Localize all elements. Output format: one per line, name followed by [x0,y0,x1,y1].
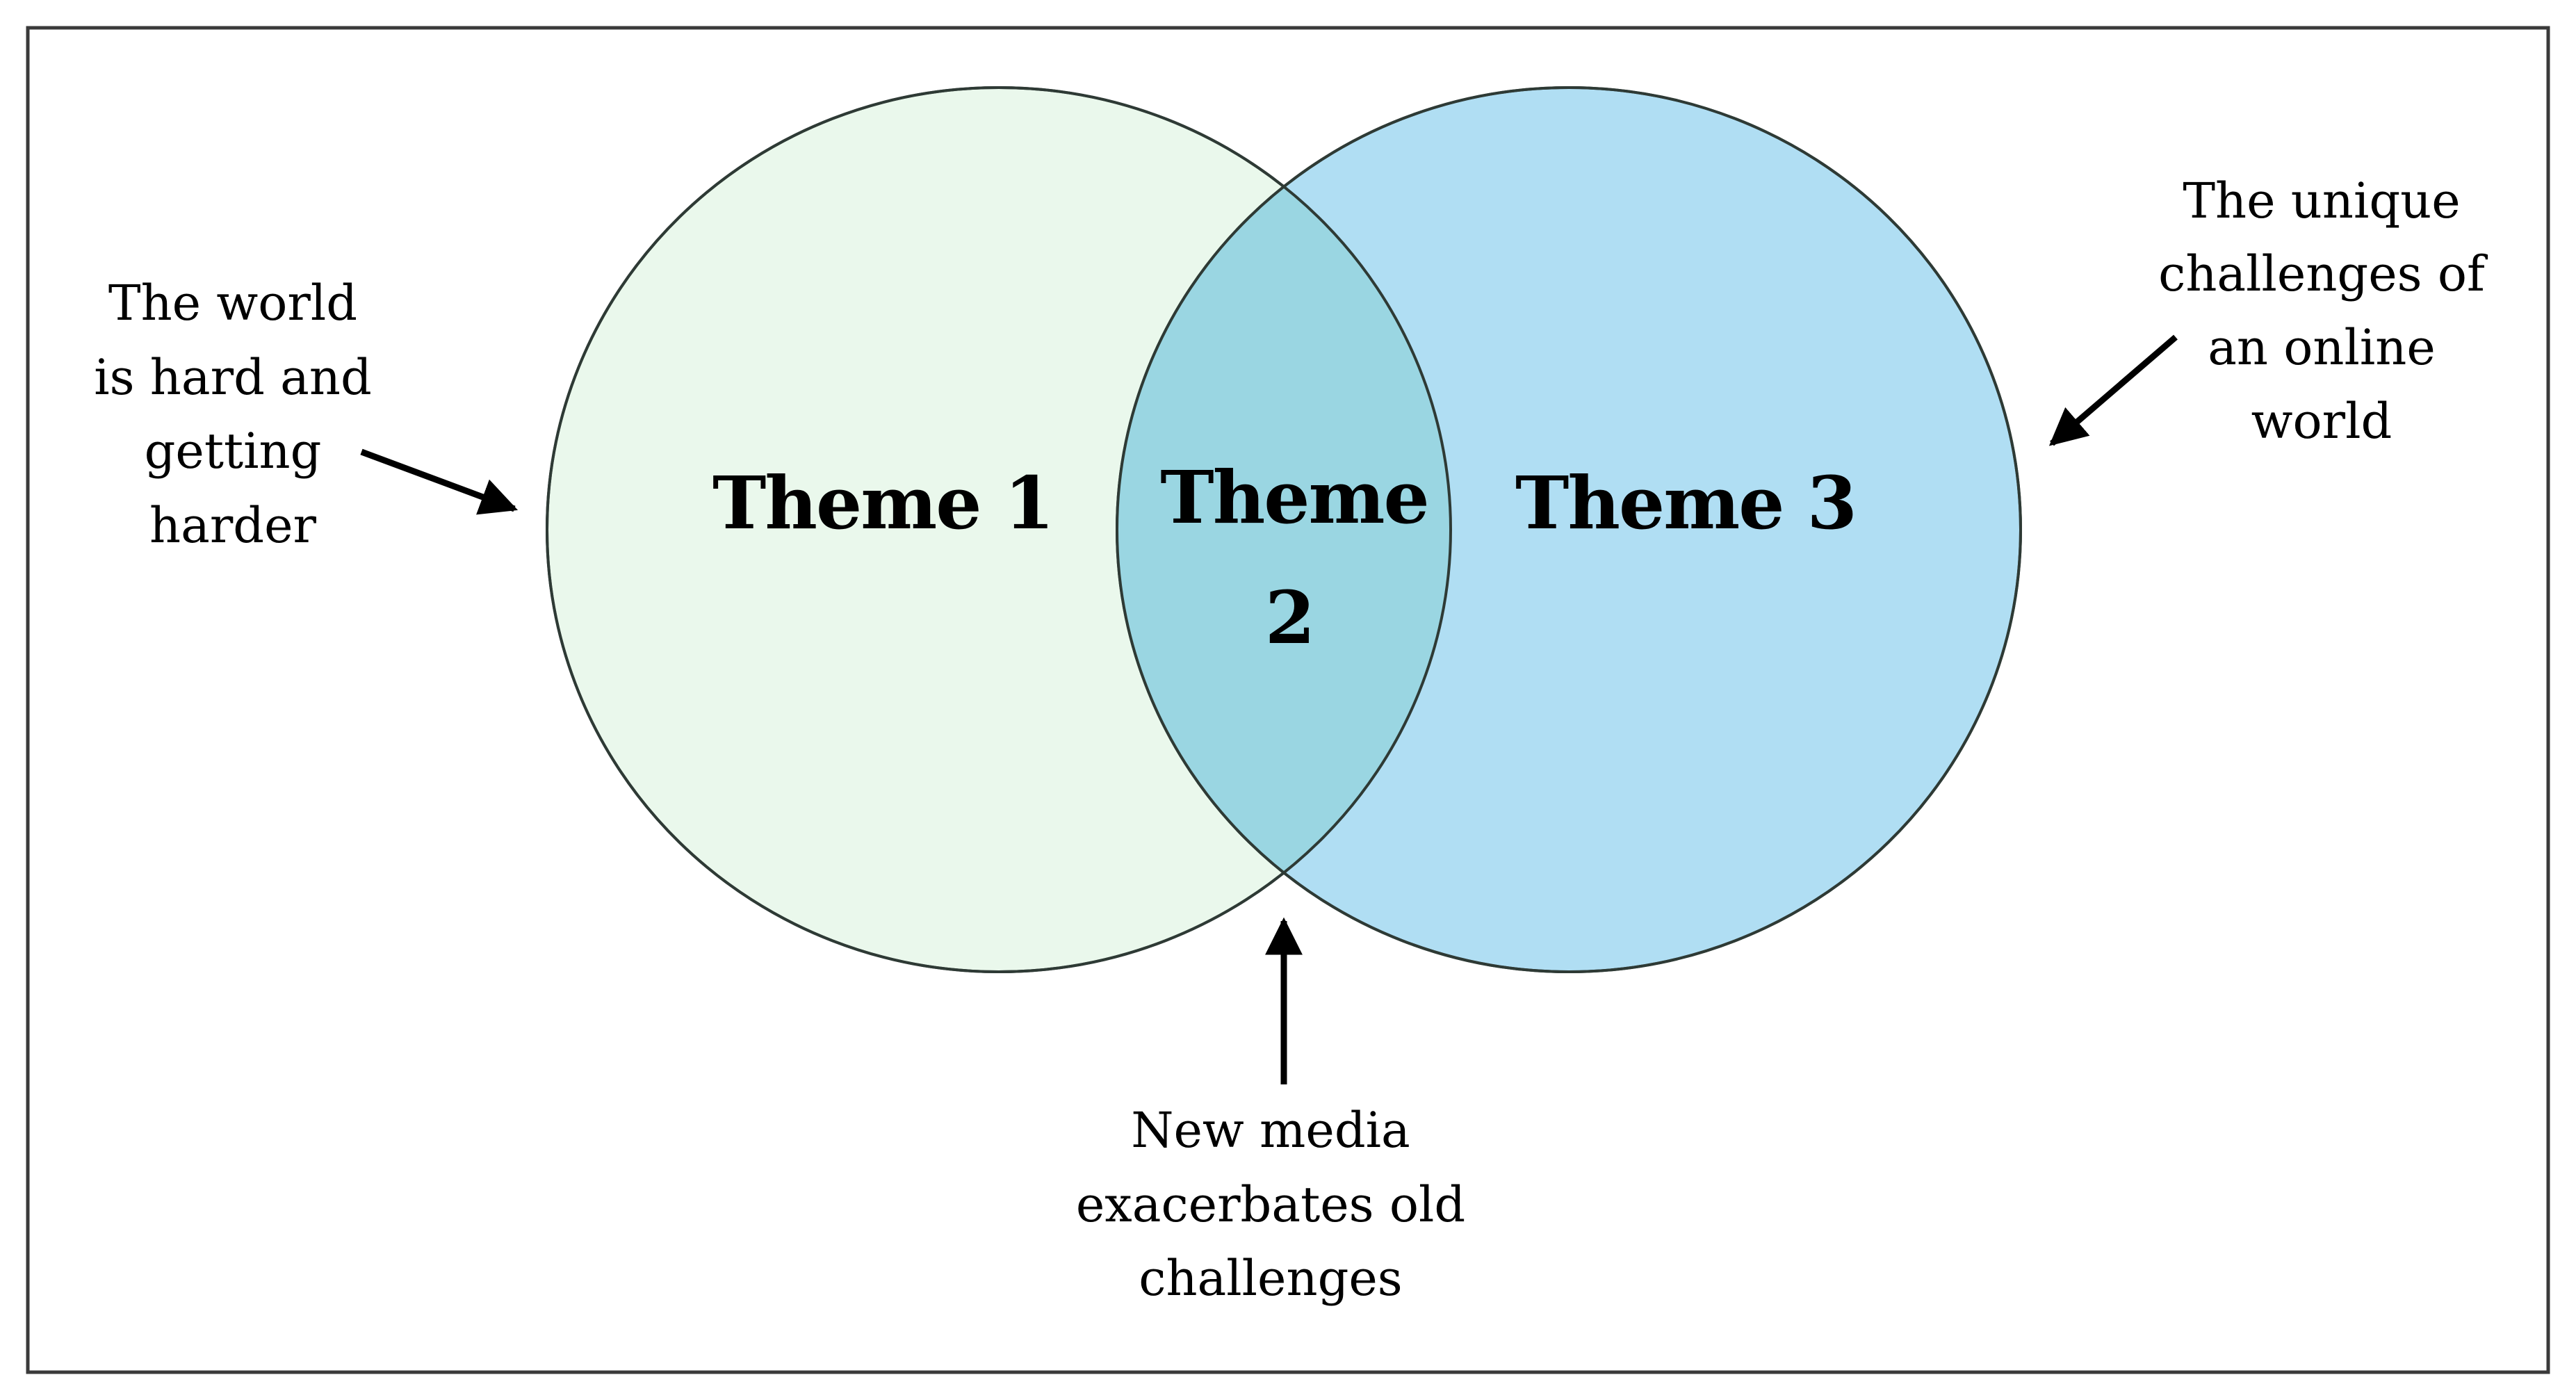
theme-1-circle-outline [546,86,1452,973]
bottom-annotation: New media exacerbates old challenges [1076,1102,1465,1307]
theme-2-label-line1: Theme [1160,455,1428,540]
left-annotation-line: harder [149,497,317,554]
left-annotation: The world is hard and getting harder [94,275,372,554]
bottom-annotation-line: New media [1131,1102,1410,1159]
left-annotation-line: is hard and [94,349,372,406]
theme-1-label: Theme 1 [712,460,1053,546]
left-annotation-line: The world [108,275,357,332]
bottom-annotation-line: exacerbates old [1076,1176,1465,1233]
right-annotation-line: The unique [2183,172,2460,229]
right-annotation: The unique challenges of an online world [2158,172,2488,450]
right-annotation-line: world [2251,393,2392,450]
theme-3-circle-outline [1116,86,2022,973]
right-annotation-line: an online [2208,319,2436,376]
right-arrow [2048,334,2178,446]
bottom-annotation-line: challenges [1139,1250,1402,1307]
left-annotation-line: getting [145,423,322,480]
theme-2-overlap-region [1117,88,1451,972]
theme-3-label: Theme 3 [1515,460,1856,546]
right-annotation-line: challenges of [2158,245,2488,302]
theme-2-label-line2: 2 [1265,575,1314,660]
left-arrow [360,448,519,515]
